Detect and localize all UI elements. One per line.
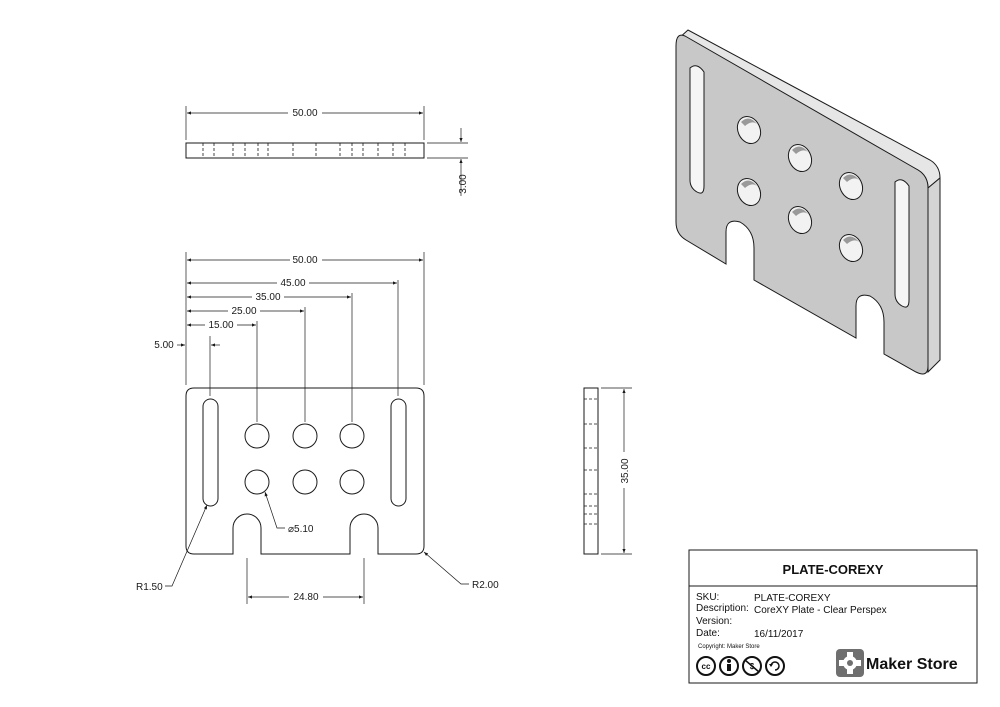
by-icon <box>719 656 739 676</box>
dim-50: 50.00 <box>292 255 317 266</box>
iso-right-edge <box>927 176 941 374</box>
dim-35: 35.00 <box>255 292 280 303</box>
dim-15: 15.00 <box>208 320 233 331</box>
top-width-dim: 50.00 <box>292 108 317 119</box>
license-badges: cc $ <box>696 656 785 676</box>
isometric-view <box>675 29 941 375</box>
mounting-holes <box>244 423 365 495</box>
description-label: Description: <box>696 603 749 614</box>
dim-5: 5.00 <box>154 340 174 351</box>
nc-icon: $ <box>742 656 762 676</box>
dim-45: 45.00 <box>280 278 305 289</box>
dim-25: 25.00 <box>231 306 256 317</box>
svg-text:cc: cc <box>702 662 711 671</box>
date-value: 16/11/2017 <box>754 629 804 640</box>
slot-radius-dim: R1.50 <box>136 582 163 593</box>
hole <box>292 423 318 449</box>
top-view-hidden-lines <box>202 143 406 158</box>
left-slot <box>202 398 219 507</box>
maker-store-logo: Maker Store <box>836 649 958 677</box>
title-block: PLATE-COREXY SKU: PLATE-COREXY Descripti… <box>688 549 978 684</box>
hole <box>244 469 270 495</box>
side-view: 35.00 <box>583 387 632 555</box>
iso-right-slot <box>894 179 910 308</box>
hole <box>244 423 270 449</box>
side-height-dim: 35.00 <box>620 458 631 483</box>
hole <box>339 469 365 495</box>
title-block-title: PLATE-COREXY <box>783 562 884 577</box>
right-slot <box>390 398 407 507</box>
iso-left-slot <box>689 65 705 194</box>
hole <box>339 423 365 449</box>
version-label: Version: <box>696 616 732 627</box>
hole-diameter-dim: ⌀5.10 <box>288 524 314 535</box>
side-view-hidden-lines <box>584 398 598 525</box>
date-label: Date: <box>696 628 720 639</box>
top-view: 50.00 3.00 <box>185 106 469 196</box>
front-view: 50.00 45.00 35.00 25.00 15.00 5.00 ⌀5.10… <box>136 252 499 604</box>
cc-icon: cc <box>696 656 716 676</box>
corner-radius-dim: R2.00 <box>472 580 499 591</box>
top-view-outline <box>185 142 425 159</box>
sku-value: PLATE-COREXY <box>754 593 831 604</box>
slot-spacing-dim: 24.80 <box>293 592 318 603</box>
top-thickness-dim: 3.00 <box>458 174 469 194</box>
sa-icon <box>765 656 785 676</box>
description-value: CoreXY Plate - Clear Perspex <box>754 605 887 616</box>
sku-label: SKU: <box>696 592 719 603</box>
logo-text: Maker Store <box>866 656 958 673</box>
side-view-outline <box>583 387 599 555</box>
copyright-text: Copyright: Maker Store <box>698 644 760 650</box>
hole <box>292 469 318 495</box>
iso-main-face <box>675 34 929 375</box>
